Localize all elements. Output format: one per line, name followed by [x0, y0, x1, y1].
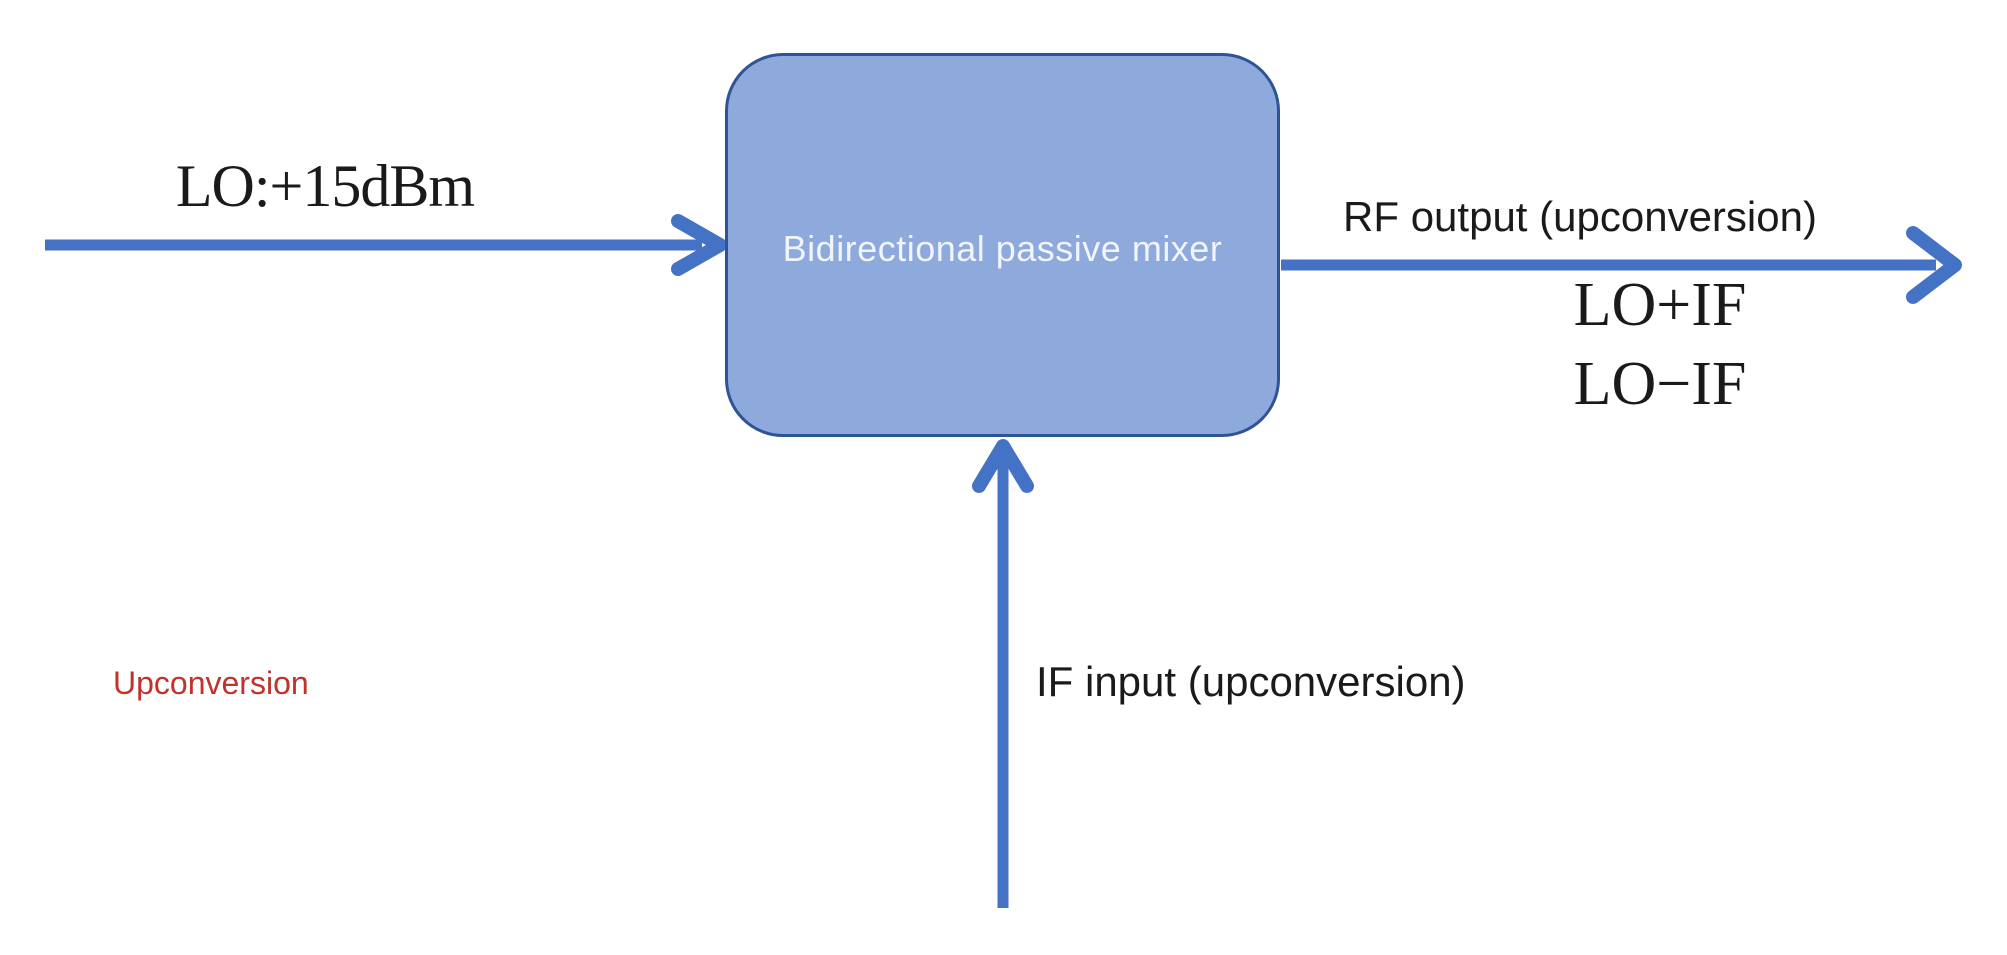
if-input-label: IF input (upconversion)	[1036, 658, 1466, 705]
if-arrow-head-icon	[972, 439, 1034, 493]
rf-output-label: RF output (upconversion)	[1343, 193, 1817, 240]
lo-arrow-head-icon	[671, 214, 727, 276]
lo-signal-label: LO:+15dBm	[175, 153, 475, 219]
mixer-box: Bidirectional passive mixer	[725, 53, 1280, 437]
if-input-arrow	[972, 439, 1034, 908]
rf-output-arrow	[1281, 226, 1962, 304]
rf-arrow-head-icon	[1906, 226, 1962, 304]
rf-product-diff-label: LO−IF	[1573, 350, 1747, 418]
rf-product-sum-label: LO+IF	[1573, 271, 1747, 339]
mode-caption: Upconversion	[113, 665, 309, 701]
mixer-box-label: Bidirectional passive mixer	[782, 228, 1223, 269]
lo-input-arrow	[45, 214, 727, 276]
